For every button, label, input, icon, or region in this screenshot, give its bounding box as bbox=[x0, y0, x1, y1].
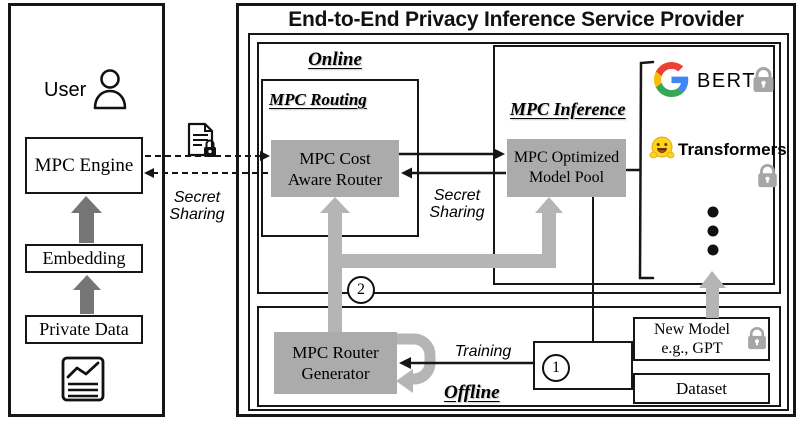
user-panel-up-arrows bbox=[71, 196, 102, 314]
step-2-badge: 2 bbox=[347, 276, 375, 304]
bert-padlock-icon bbox=[753, 67, 774, 92]
secret-sharing-left-label: Secret Sharing bbox=[169, 189, 225, 223]
transformers-padlock-icon bbox=[758, 163, 777, 188]
online-label: Online bbox=[308, 49, 362, 70]
step-1-badge: 1 bbox=[542, 354, 570, 382]
arrowhead-to-pool bbox=[494, 148, 505, 160]
new-model-up-arrow bbox=[699, 271, 726, 318]
bert-label: BERT bbox=[697, 70, 756, 92]
mpc-engine-box bbox=[25, 137, 143, 194]
private-data-label: Private Data bbox=[39, 319, 129, 339]
user-person-icon bbox=[93, 69, 127, 110]
new-model-padlock-icon bbox=[748, 326, 766, 350]
dashed-arrowhead-right bbox=[260, 151, 270, 161]
offline-label: Offline bbox=[444, 382, 500, 403]
google-g-icon bbox=[654, 62, 689, 97]
router-box-label: MPC Cost Aware Router bbox=[287, 148, 383, 189]
arrowhead-to-router bbox=[401, 167, 412, 179]
mpc-cost-aware-router-box: MPC Cost Aware Router bbox=[271, 140, 399, 197]
hugging-face-icon bbox=[649, 136, 675, 159]
embedding-label: Embedding bbox=[42, 248, 126, 268]
private-data-box bbox=[25, 315, 143, 344]
more-models-dots bbox=[707, 206, 719, 256]
pool-box-label: MPC Optimized Model Pool bbox=[513, 149, 620, 186]
dataset-label: Dataset bbox=[676, 378, 727, 398]
router-pool-arrows bbox=[399, 152, 506, 175]
mpc-optimized-model-pool-box: MPC Optimized Model Pool bbox=[507, 139, 626, 197]
chart-document-icon bbox=[61, 356, 105, 402]
dataset-box bbox=[633, 373, 770, 404]
generator-self-loop-arrow bbox=[396, 333, 436, 393]
user-label: User bbox=[44, 79, 87, 101]
secret-sharing-right-label: Secret Sharing bbox=[429, 187, 485, 221]
provider-title: End-to-End Privacy Inference Service Pro… bbox=[288, 8, 744, 31]
mpc-router-generator-box: MPC Router Generator bbox=[274, 332, 397, 394]
mpc-inference-box bbox=[493, 45, 775, 285]
mpc-engine-label: MPC Engine bbox=[34, 154, 134, 176]
transformers-label: Transformers bbox=[678, 140, 787, 159]
generator-output-arrows bbox=[320, 197, 563, 338]
embedding-box bbox=[25, 244, 143, 273]
training-label: Training bbox=[454, 343, 512, 360]
new-model-label: New Model e.g., GPT bbox=[654, 321, 730, 357]
mpc-inference-label: MPC Inference bbox=[510, 99, 626, 119]
document-lock-icon bbox=[187, 122, 216, 157]
mpc-routing-label: MPC Routing bbox=[269, 90, 367, 109]
dashed-arrowhead-left bbox=[144, 168, 154, 178]
new-model-box bbox=[633, 317, 770, 361]
training-arrowhead bbox=[399, 357, 411, 369]
model-zoo-bracket bbox=[625, 60, 655, 280]
generator-box-label: MPC Router Generator bbox=[292, 343, 379, 383]
